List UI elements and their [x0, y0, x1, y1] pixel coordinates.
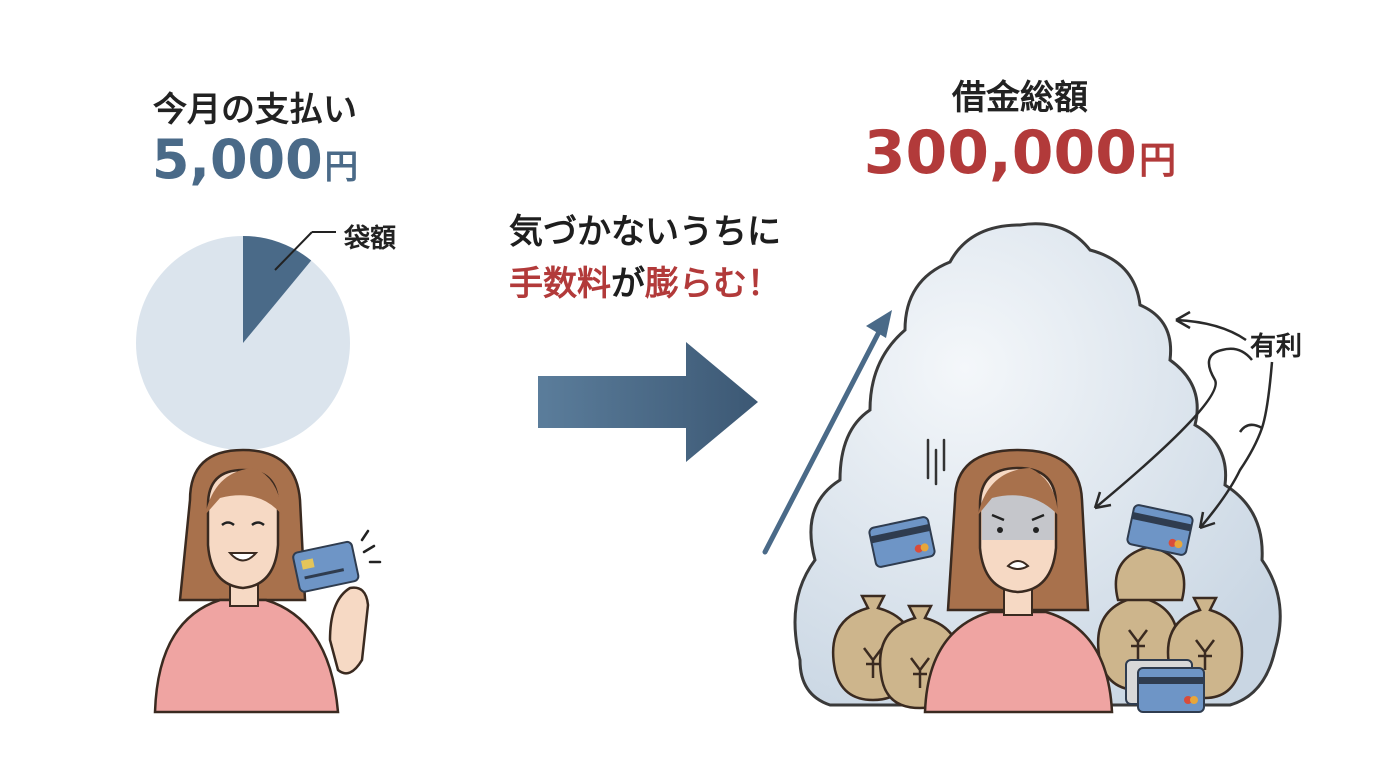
pie-slice-label: 袋額 [344, 224, 397, 254]
warning-swell-word: 膨らむ [645, 264, 747, 304]
pie-chart-icon [136, 231, 350, 450]
worry-lines [926, 438, 946, 486]
credit-card-icon [868, 504, 1205, 713]
monthly-payment-amount: 5,000円 [120, 128, 390, 191]
woman-happy-icon [153, 448, 370, 714]
sparkle-icon [360, 529, 382, 564]
pie-leader-line [274, 231, 313, 271]
total-debt-amount: 300,000円 [850, 118, 1190, 188]
monthly-payment-unit: 円 [324, 147, 359, 186]
total-debt-unit: 円 [1139, 138, 1177, 182]
total-debt-value: 300,000 [863, 118, 1138, 188]
callout-arrows [1093, 310, 1274, 530]
total-debt-title: 借金総額 [952, 78, 1088, 118]
warning-callout: 気づかないうちに 手数料が膨らむ！ [450, 206, 840, 310]
monthly-payment-title: 今月の支払い [153, 90, 357, 130]
warning-exclaim: ！ [747, 264, 781, 304]
monthly-payment-value: 5,000 [151, 128, 323, 191]
warning-line-2: 手数料が膨らむ！ [450, 258, 840, 310]
warning-particle: が [611, 264, 645, 304]
warning-line-1: 気づかないうちに [509, 212, 781, 252]
woman-worried-icon [923, 448, 1114, 714]
credit-card-icon [292, 540, 360, 593]
pie-slice [243, 236, 312, 343]
arrow-right-icon [538, 342, 758, 462]
cloud-callout-label: 有利 [1250, 332, 1303, 362]
warning-fee-word: 手数料 [509, 264, 611, 304]
arrow-up-icon [762, 310, 892, 555]
yen-mark-icon [863, 629, 1215, 688]
